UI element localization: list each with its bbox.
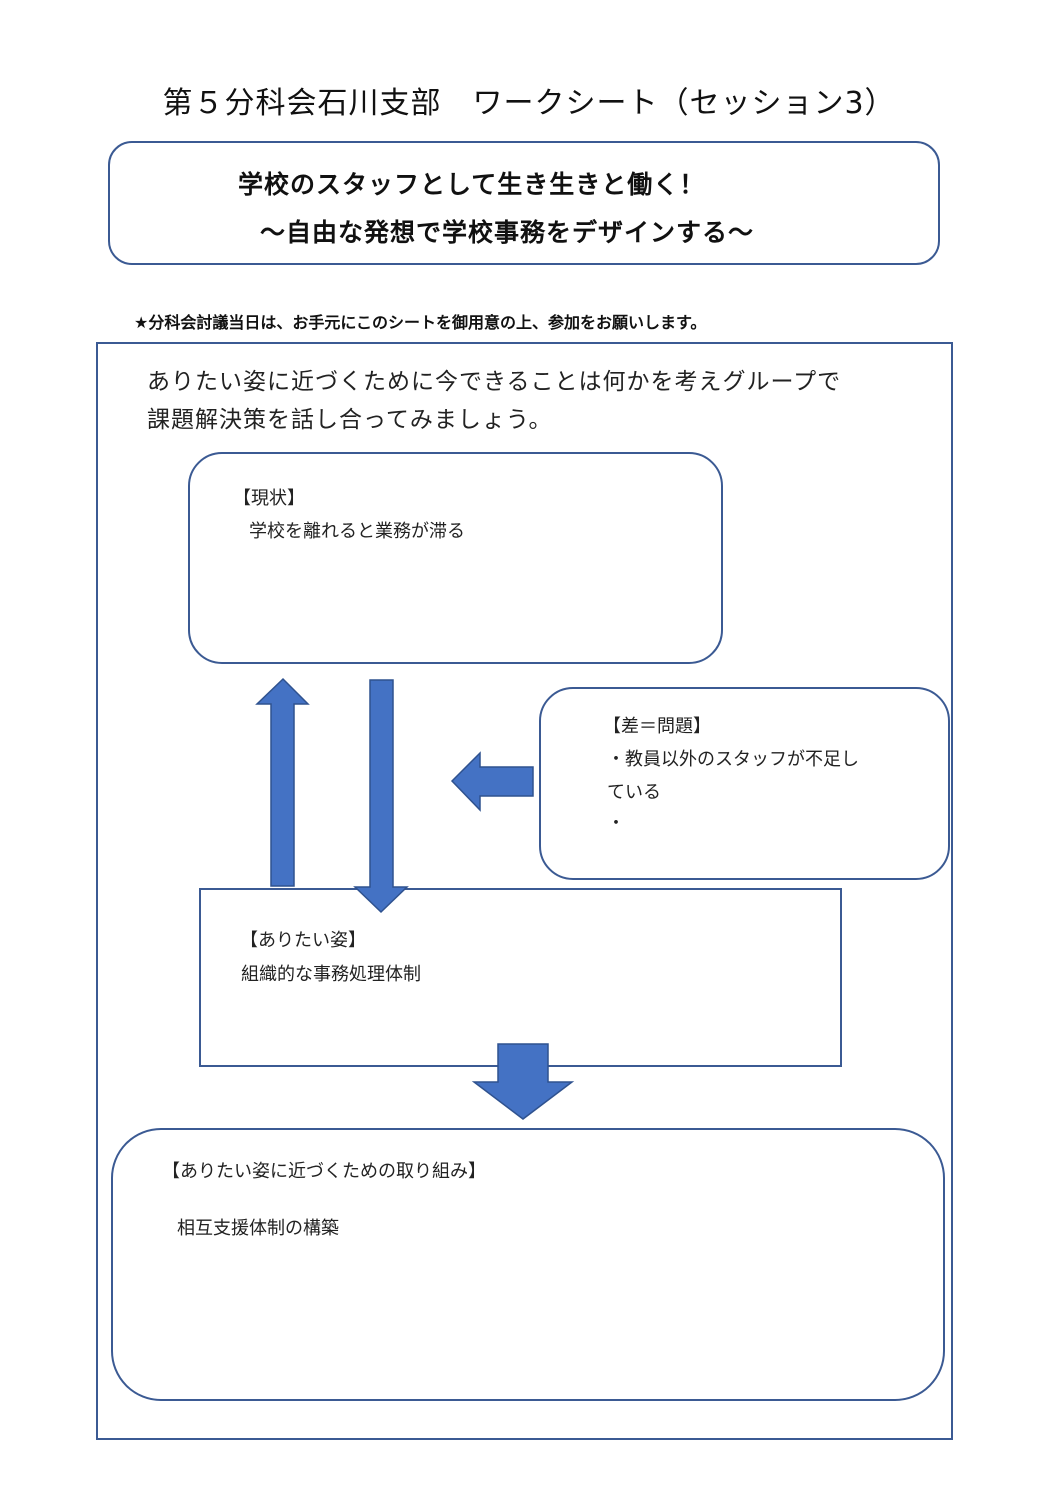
gap-problem-label: 【差＝問題】	[603, 716, 711, 737]
actions-text: 相互支援体制の構築	[177, 1218, 339, 1239]
theme-line-2: ～自由な発想で学校事務をデザインする～	[260, 218, 755, 247]
current-state-box[interactable]	[188, 452, 723, 664]
instruction-line-2: 課題解決策を話し合ってみましょう。	[147, 407, 553, 433]
current-state-text: 学校を離れると業務が滞る	[249, 521, 465, 542]
theme-box	[108, 141, 940, 265]
actions-label: 【ありたい姿に近づくための取り組み】	[162, 1161, 486, 1182]
gap-problem-line-3: ・	[607, 813, 625, 834]
theme-line-1: 学校のスタッフとして生き生きと働く！	[238, 170, 706, 199]
bottom-down-arrow-icon	[471, 1043, 575, 1120]
worksheet-frame	[96, 342, 953, 1440]
ideal-state-text: 組織的な事務処理体制	[241, 964, 421, 985]
actions-box[interactable]	[111, 1128, 945, 1401]
left-arrow-icon	[450, 751, 534, 812]
up-arrow-icon	[255, 677, 310, 887]
current-state-label: 【現状】	[233, 488, 305, 509]
gap-problem-box[interactable]	[539, 687, 950, 880]
gap-problem-line-2: ている	[607, 782, 661, 803]
ideal-state-label: 【ありたい姿】	[240, 930, 366, 951]
instruction-line-1: ありたい姿に近づくために今できることは何かを考えグループで	[147, 369, 842, 395]
down-arrow-icon	[353, 679, 409, 914]
gap-problem-line-1: ・教員以外のスタッフが不足し	[607, 749, 859, 770]
notice-text: ★分科会討議当日は、お手元にこのシートを御用意の上、参加をお願いします。	[134, 313, 707, 332]
page-title: 第５分科会石川支部 ワークシート（セッション3）	[162, 86, 896, 121]
